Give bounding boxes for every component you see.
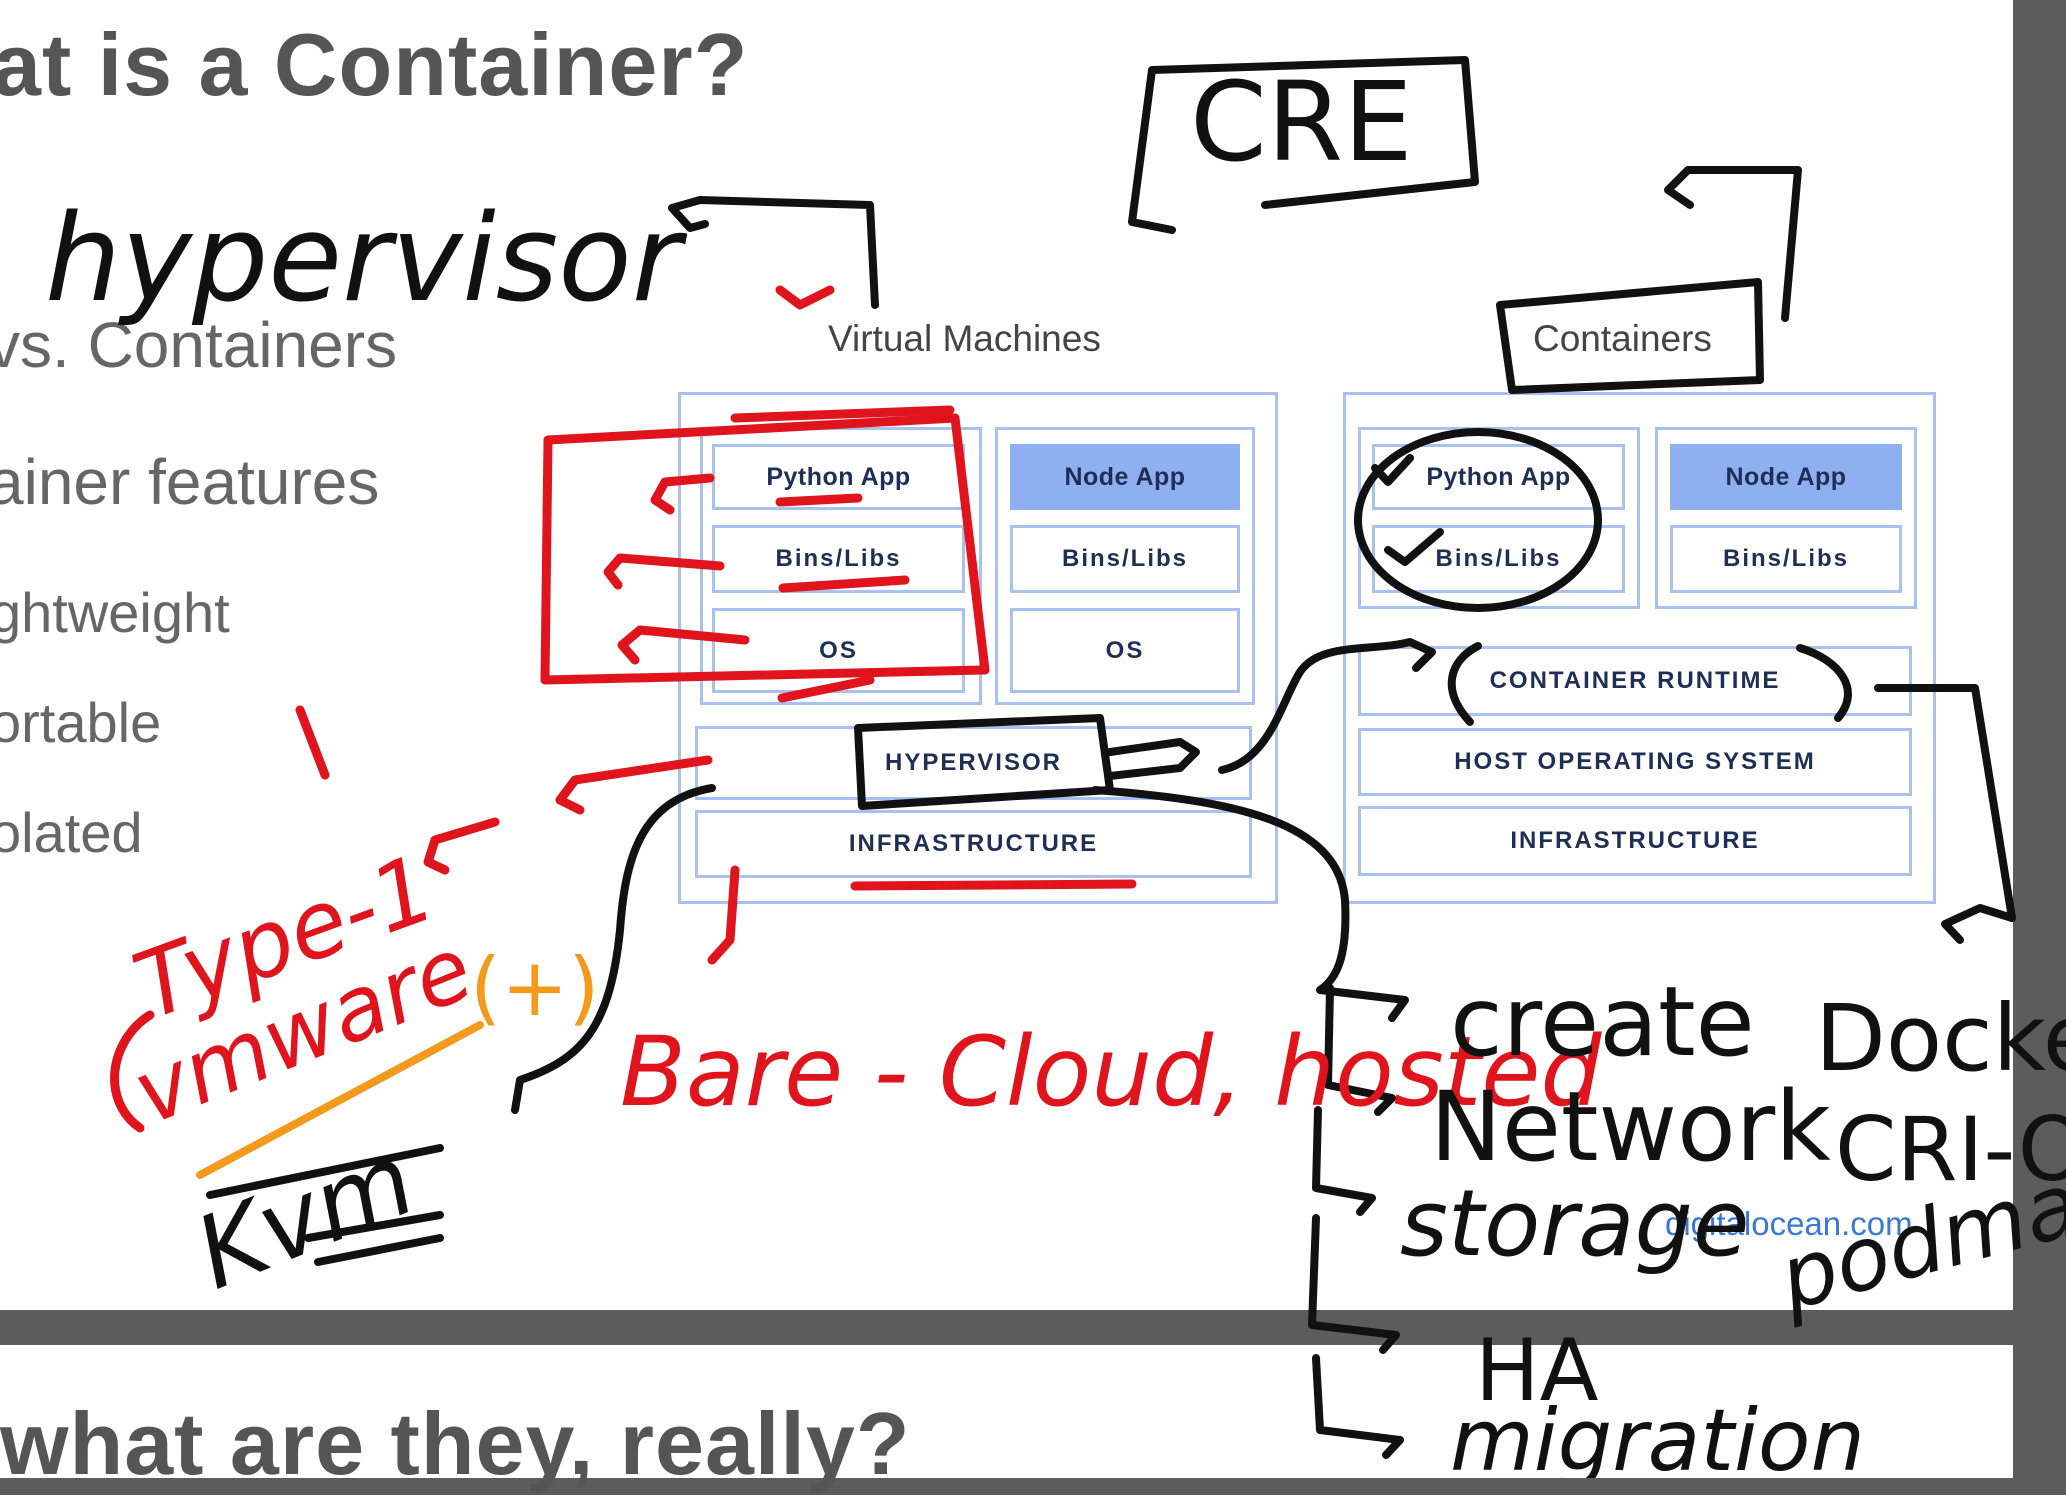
slide-title: at is a Container? — [0, 15, 749, 114]
container-bins-libs-box-2: Bins/Libs — [1670, 525, 1902, 593]
container-python-app-box: Python App — [1372, 444, 1625, 510]
slide-1: at is a Container? vs. Containers ainer … — [0, 0, 2013, 1310]
container-runtime-box: CONTAINER RUNTIME — [1358, 646, 1912, 716]
vm-stack-2-frame — [995, 427, 1255, 705]
bullet-lightweight: ghtweight — [0, 581, 230, 644]
vm-node-app-box: Node App — [1010, 444, 1240, 510]
vm-infrastructure-box: INFRASTRUCTURE — [695, 810, 1252, 878]
bullet-vms-vs-containers: vs. Containers — [0, 309, 398, 381]
slide-2: what are they, really? — [0, 1345, 2013, 1493]
containers-label: Containers — [1533, 318, 1712, 359]
vm-bins-libs-box-1: Bins/Libs — [712, 525, 965, 593]
container-stack-2-frame — [1655, 427, 1917, 609]
vm-os-box-2: OS — [1010, 608, 1240, 693]
vm-python-app-box: Python App — [712, 444, 965, 510]
vm-hypervisor-box: HYPERVISOR — [695, 726, 1252, 800]
source-credit: digitalocean.com — [1665, 1205, 1913, 1242]
bullet-isolated: olated — [0, 801, 143, 864]
vm-bins-libs-box-2: Bins/Libs — [1010, 525, 1240, 593]
vm-label: Virtual Machines — [828, 318, 1101, 359]
container-node-app-box: Node App — [1670, 444, 1902, 510]
bullet-portable: ortable — [0, 691, 162, 754]
slide-2-title: what are they, really? — [0, 1394, 911, 1493]
vm-os-box-1: OS — [712, 608, 965, 693]
bullet-container-features: ainer features — [0, 446, 380, 518]
host-os-box: HOST OPERATING SYSTEM — [1358, 728, 1912, 796]
container-infrastructure-box: INFRASTRUCTURE — [1358, 806, 1912, 876]
container-bins-libs-box-1: Bins/Libs — [1372, 525, 1625, 593]
